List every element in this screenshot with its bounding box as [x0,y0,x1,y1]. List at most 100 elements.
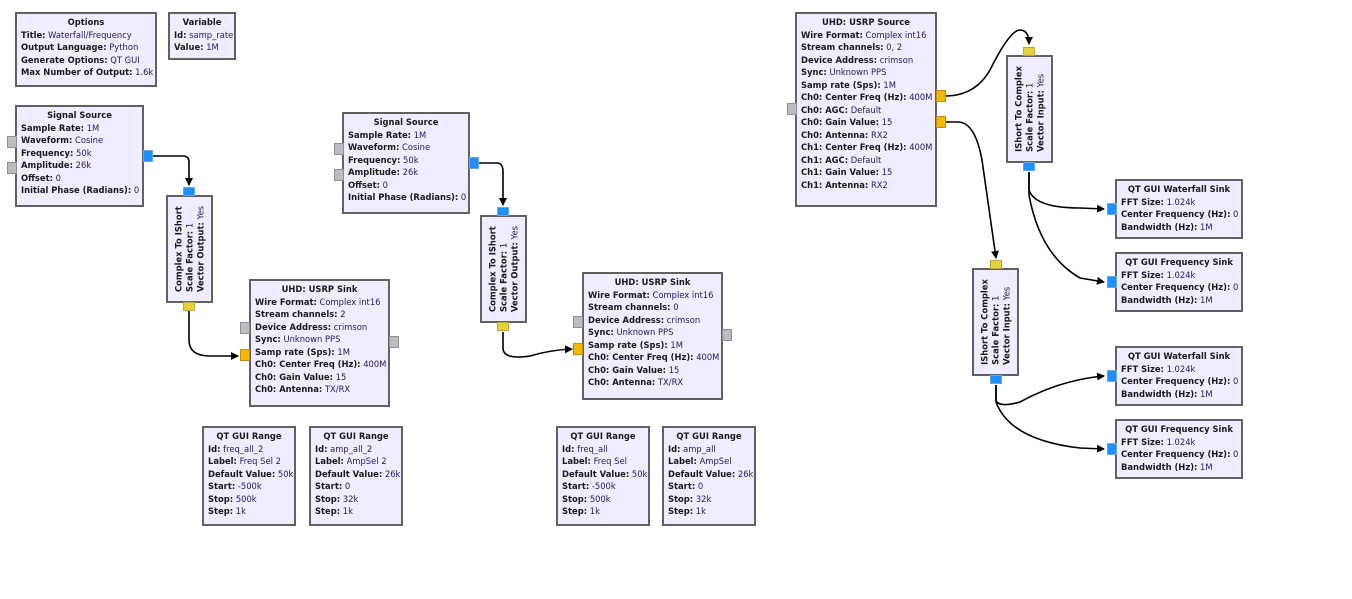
param: Ch0: Antenna: TX/RX [588,377,684,387]
qt-gui-waterfall-sink-block[interactable]: QT GUI Waterfall Sink FFT Size: 1.024k C… [1115,346,1243,406]
ishort-to-complex-block[interactable]: IShort To Complex Scale Factor: 1 Vector… [1006,55,1053,163]
qt-gui-range-block[interactable]: QT GUI Range Id: freq_all_2 Label: Freq … [202,426,296,526]
block-title: QT GUI Range [323,431,389,441]
connection-wire[interactable] [995,372,1105,406]
signal-source-block[interactable]: Signal Source Sample Rate: 1M Waveform: … [15,105,144,207]
complex-to-ishort-block[interactable]: Complex To IShort Scale Factor: 1 Vector… [166,195,213,303]
param: Start: -500k [208,481,262,491]
param: Waveform: Cosine [21,135,104,145]
param: Center Frequency (Hz): 0 [1121,209,1239,219]
input-port[interactable] [573,343,583,355]
qt-gui-waterfall-sink-block[interactable]: QT GUI Waterfall Sink FFT Size: 1.024k C… [1115,179,1243,239]
param: Ch0: AGC: Default [801,104,882,115]
connection-wire[interactable] [188,311,239,360]
output-port[interactable] [1023,162,1035,171]
input-port[interactable] [1107,276,1117,288]
block-title: QT GUI Waterfall Sink [1127,184,1231,194]
param: Ch0: Gain Value: 15 [588,364,680,375]
input-port[interactable] [497,207,509,216]
param: FFT Size: 1.024k [1121,436,1196,447]
output-port[interactable] [469,157,479,169]
param-id: Id: samp_rate [174,29,234,40]
signal-source-block[interactable]: Signal Source Sample Rate: 1M Waveform: … [342,112,470,214]
input-port[interactable] [183,187,195,196]
block-title: UHD: USRP Sink [614,277,691,287]
param: Vector Output: Yes [195,205,205,293]
output-port-0[interactable] [936,90,946,102]
output-port-1[interactable] [936,116,946,128]
param: FFT Size: 1.024k [1121,269,1196,280]
input-port[interactable] [240,349,250,361]
param: Ch0: Gain Value: 15 [801,117,893,127]
output-port[interactable] [143,150,153,162]
qt-gui-range-block[interactable]: QT GUI Range Id: amp_all Label: AmpSel D… [662,426,756,526]
input-port[interactable] [1107,370,1117,382]
connection-wire[interactable] [502,332,573,358]
param: Scale Factor: 1 [1024,82,1034,152]
ishort-to-complex-block[interactable]: IShort To Complex Scale Factor: 1 Vector… [972,268,1019,376]
message-port-in[interactable] [240,322,250,334]
output-port[interactable] [497,322,509,331]
param: Frequency: 50k [348,154,419,165]
param: Samp rate (Sps): 1M [255,346,350,357]
connection-wire[interactable] [1028,172,1105,285]
param: Center Frequency (Hz): 0 [1121,282,1239,292]
param: FFT Size: 1.024k [1121,196,1196,207]
output-port[interactable] [990,375,1002,384]
param: Step: 1k [315,506,353,516]
message-port-in[interactable] [334,169,344,181]
message-port-out[interactable] [722,329,732,341]
param: Waveform: Cosine [348,142,431,152]
param: Scale Factor: 1 [184,222,194,293]
qt-gui-frequency-sink-block[interactable]: QT GUI Frequency Sink FFT Size: 1.024k C… [1115,419,1243,479]
usrp-source-block[interactable]: UHD: USRP Source Wire Format: Complex in… [795,12,937,207]
message-port-in[interactable] [7,136,17,148]
complex-to-ishort-block[interactable]: Complex To IShort Scale Factor: 1 Vector… [480,215,527,323]
block-title: QT GUI Range [676,431,742,441]
block-title: Signal Source [47,110,112,120]
param: Offset: 0 [21,172,61,183]
qt-gui-frequency-sink-block[interactable]: QT GUI Frequency Sink FFT Size: 1.024k C… [1115,252,1243,312]
param-generate-options: Generate Options: QT GUI [21,54,140,65]
param: Scale Factor: 1 [498,242,508,313]
param: Ch1: Antenna: RX2 [801,179,888,190]
param: Ch0: Center Freq (Hz): 400M [588,352,720,362]
qt-gui-range-block[interactable]: QT GUI Range Id: amp_all_2 Label: AmpSel… [309,426,403,526]
message-port-in[interactable] [573,316,583,328]
input-port[interactable] [1107,203,1117,215]
options-block[interactable]: Options Title: Waterfall/Frequency Outpu… [15,12,157,87]
input-port[interactable] [1107,443,1117,455]
param: Stop: 32k [315,493,359,504]
connection-wire[interactable] [1028,172,1105,213]
block-title: IShort To Complex [979,279,989,365]
output-port[interactable] [183,302,195,311]
usrp-sink-block[interactable]: UHD: USRP Sink Wire Format: Complex int1… [249,279,390,407]
message-port-out[interactable] [389,336,399,348]
input-port[interactable] [1023,47,1035,56]
block-title: QT GUI Frequency Sink [1125,257,1233,267]
connection-wire[interactable] [945,121,999,259]
block-title: UHD: USRP Sink [281,284,358,294]
param: Device Address: crimson [588,314,701,325]
message-port-in[interactable] [787,103,797,115]
message-port-in[interactable] [334,143,344,155]
connection-wire[interactable] [479,162,507,206]
variable-block[interactable]: Variable Id: samp_rate Value: 1M [168,12,236,60]
param: Wire Format: Complex int16 [588,289,714,300]
block-title: Options [67,17,105,27]
block-title: Complex To IShort [487,226,497,313]
connection-wire[interactable] [995,385,1105,453]
param: Sync: Unknown PPS [588,327,674,337]
param: Initial Phase (Radians): 0 [348,192,467,202]
param: Default Value: 50k [562,468,648,479]
param: Id: amp_all [668,443,716,454]
param: Vector Output: Yes [509,225,519,313]
param: Stream channels: 0 [588,302,679,312]
connection-wire[interactable] [152,155,193,186]
usrp-sink-block[interactable]: UHD: USRP Sink Wire Format: Complex int1… [582,272,723,400]
param: Start: -500k [562,481,616,491]
qt-gui-range-block[interactable]: QT GUI Range Id: freq_all Label: Freq Se… [556,426,650,526]
input-port[interactable] [990,260,1002,269]
message-port-in[interactable] [7,162,17,174]
